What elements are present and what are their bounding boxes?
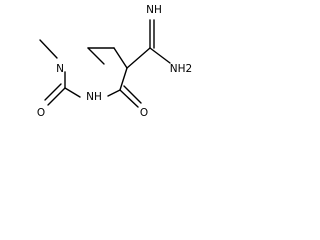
bond-amidine-amine: [149, 47, 171, 64]
bond-c5-c4: [119, 67, 128, 91]
bond-n3-c2: [64, 87, 81, 98]
bond-c4-o4-b: [123, 85, 142, 104]
bond-c5-amidine: [126, 47, 151, 69]
bond-c4-n3: [107, 89, 121, 97]
atom-label-amine: NH2: [170, 63, 192, 75]
atom-label-n1: N: [56, 63, 64, 75]
bond-c4-o4-a: [119, 89, 139, 108]
bond-c2-o2-a: [47, 87, 66, 106]
atom-label-nh3: NH: [86, 91, 102, 103]
atom-label-o4: O: [140, 107, 148, 119]
bond-c6-c5: [113, 47, 128, 69]
bond-n1-methyl: [39, 39, 58, 59]
bond-n1-c6: [87, 47, 105, 65]
bond-c2-o2-b: [44, 83, 62, 101]
chemical-structure-diagram: N NH O O NH NH2: [37, 4, 192, 119]
atom-label-o2: O: [37, 107, 45, 119]
atom-label-imine: NH: [146, 4, 162, 16]
